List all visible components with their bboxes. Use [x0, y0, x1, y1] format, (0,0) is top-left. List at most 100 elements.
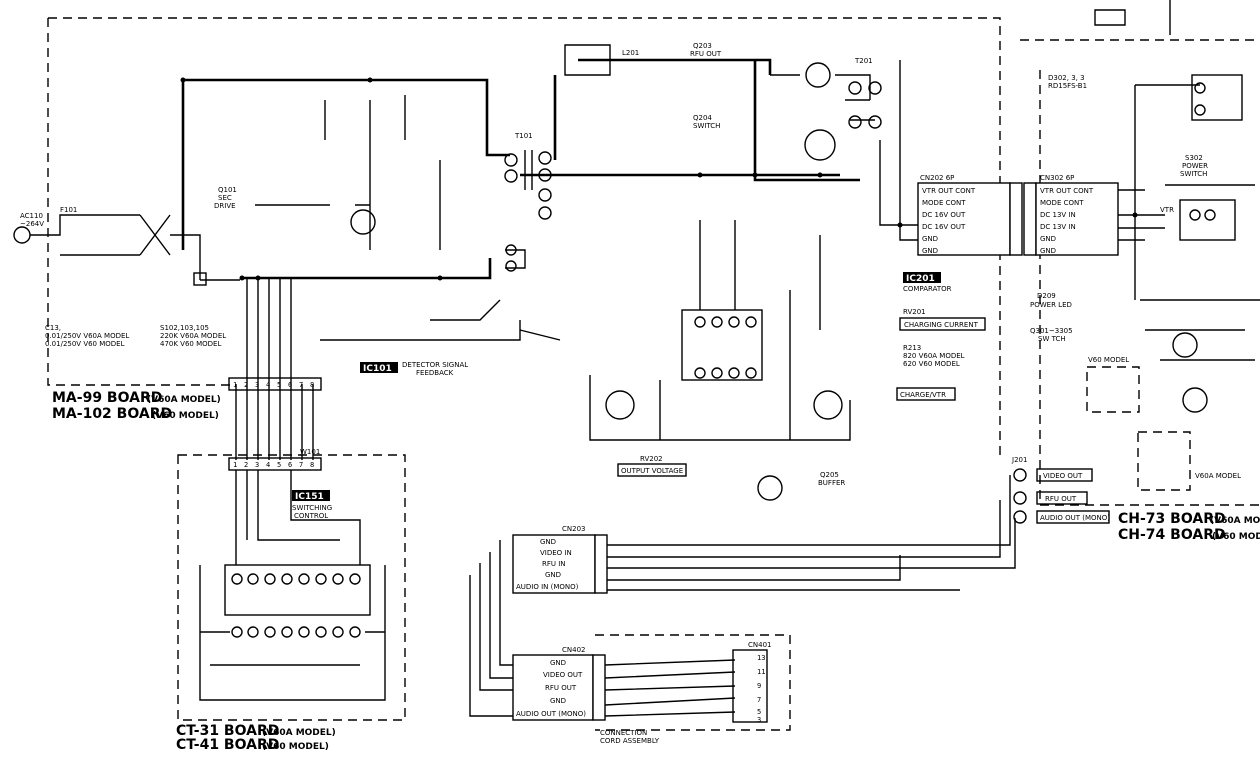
- ic101-label: IC101: [363, 364, 392, 374]
- ct41-title: CT-41 BOARD: [176, 737, 279, 753]
- charge-vtr-box: [896, 387, 956, 401]
- cn401-pin-7: 7: [757, 696, 761, 704]
- cn401-pin-5: 5: [757, 708, 761, 716]
- s302-label: S302: [1185, 154, 1203, 162]
- ic151-desc-2: CONTROL: [294, 512, 328, 520]
- cn203-pin-4: GND: [545, 571, 561, 579]
- w101-top-pin-3: 3: [255, 381, 259, 389]
- d209-label: D209: [1037, 292, 1056, 300]
- s302-power: POWER: [1182, 162, 1208, 170]
- w101-bot-pin-5: 5: [277, 461, 281, 469]
- rv201-box: [899, 317, 986, 331]
- cn203-label: CN203: [562, 525, 586, 533]
- ic151-label: IC151: [295, 492, 324, 502]
- cn402-pin-1: GND: [550, 659, 566, 667]
- r213-b: 620 V60 MODEL: [903, 360, 960, 368]
- cn202-connector: [917, 182, 1023, 256]
- cn302-connector: [1023, 182, 1119, 256]
- ic201-desc: COMPARATOR: [903, 285, 952, 293]
- c13-note-2: 0.01/250V V60A MODEL: [45, 332, 129, 340]
- cn401-pin-3: 3: [757, 716, 761, 724]
- cn203-pin-1: GND: [540, 538, 556, 546]
- cn402-pin-3: RFU OUT: [545, 684, 577, 692]
- cn302-label: CN302 6P: [1040, 174, 1074, 182]
- w101-bot-pin-6: 6: [288, 461, 292, 469]
- rv201-label: RV201: [903, 308, 926, 316]
- ma99-title: MA-99 BOARD: [52, 390, 162, 406]
- ch73-components: [1086, 0, 1260, 491]
- output-voltage-label: OUTPUT VOLTAGE: [621, 467, 683, 475]
- w101-bot-pin-4: 4: [266, 461, 270, 469]
- cn401-pin-9: 9: [757, 682, 761, 690]
- c13-note: C13,: [45, 324, 61, 332]
- input-wire: [30, 214, 240, 281]
- ch74-title: CH-74 BOARD: [1118, 527, 1226, 543]
- w101-top-pin-8: 8: [310, 381, 314, 389]
- w101-label: W101: [300, 448, 320, 456]
- cn302-wiring: [1118, 84, 1255, 300]
- v60a-model-callout: V60A MODEL: [1195, 472, 1241, 480]
- cn302-pin-1: GND: [1040, 247, 1056, 255]
- t201-label: T201: [854, 57, 873, 65]
- ma102-title: MA-102 BOARD: [52, 406, 172, 422]
- cn302-pin-4: DC 13V IN: [1040, 211, 1076, 219]
- cn402-pin-5: AUDIO OUT (MONO): [516, 710, 586, 718]
- charge-vtr-label: CHARGE/VTR: [900, 391, 946, 399]
- cn402-pin-4: GND: [550, 697, 566, 705]
- cn302-pin-2: GND: [1040, 235, 1056, 243]
- t201-transformer: [504, 44, 611, 220]
- cn203-connector: [512, 534, 608, 594]
- s102-note: S102,103,105: [160, 324, 209, 332]
- w101-top-pin-6: 6: [288, 381, 292, 389]
- ic201-label: IC201: [906, 274, 935, 284]
- q204-group: [770, 60, 920, 241]
- d302b-label: RD15FS-B1: [1048, 82, 1087, 90]
- l201-label: L201: [622, 49, 639, 57]
- cn202-pin-2: GND: [922, 235, 938, 243]
- ch73-board-outline: [1020, 39, 1260, 506]
- connection-label-2: CORD ASSEMBLY: [600, 737, 660, 745]
- t101-label: T101: [514, 132, 533, 140]
- ic201-chip: [903, 272, 941, 283]
- jack-rfu-out: RFU OUT: [1045, 495, 1077, 503]
- cn302-pin-6: VTR OUT CONT: [1040, 187, 1094, 195]
- cn401-label: CN401: [748, 641, 772, 649]
- w101-bot-pin-7: 7: [299, 461, 303, 469]
- ma102-model: (V60 MODEL): [152, 411, 219, 421]
- r213-a: 820 V60A MODEL: [903, 352, 965, 360]
- ic101-desc-2: FEEDBACK: [416, 369, 454, 377]
- cn202-label: CN202 6P: [920, 174, 954, 182]
- ct31-board-outline: [177, 454, 406, 721]
- cn402-label: CN402: [562, 646, 586, 654]
- cn202-pin-3: DC 16V OUT: [922, 223, 966, 231]
- q101-desc-2: DRIVE: [214, 202, 236, 210]
- q101-desc-1: SEC: [218, 194, 232, 202]
- power-led-label: POWER LED: [1030, 301, 1072, 309]
- cn-wiring: [469, 475, 1016, 717]
- cn202-pin-4: DC 16V OUT: [922, 211, 966, 219]
- ma99-model: (V60A MODEL): [147, 395, 221, 405]
- harness-bus: [228, 278, 521, 471]
- ac-in-label: AC110: [20, 212, 43, 220]
- w101-top-pin-4: 4: [266, 381, 270, 389]
- cn202-pin-6: VTR OUT CONT: [922, 187, 976, 195]
- rv202-label: RV202: [640, 455, 663, 463]
- ic201-circuit: [589, 220, 851, 501]
- r213-label: R213: [903, 344, 921, 352]
- cn302-pin-3: DC 13V IN: [1040, 223, 1076, 231]
- w101-bot-pin-8: 8: [310, 461, 314, 469]
- jack-video-out: VIDEO OUT: [1043, 472, 1083, 480]
- cn203-pin-2: VIDEO IN: [540, 549, 572, 557]
- q203-label: Q203: [693, 42, 712, 50]
- q203-desc: RFU OUT: [690, 50, 722, 58]
- w101-bot-pin-1: 1: [233, 461, 237, 469]
- c13-note-3: 0.01/250V V60 MODEL: [45, 340, 125, 348]
- w101-top-pin-7: 7: [299, 381, 303, 389]
- w101-top-pin-1: 1: [233, 381, 237, 389]
- cn202-pin-1: GND: [922, 247, 938, 255]
- rv202-box: [617, 463, 687, 477]
- cn401-pin-11: 11: [757, 668, 765, 676]
- ma99-components: [13, 95, 561, 341]
- w101-bot-pin-3: 3: [255, 461, 259, 469]
- w101-top-pin-5: 5: [277, 381, 281, 389]
